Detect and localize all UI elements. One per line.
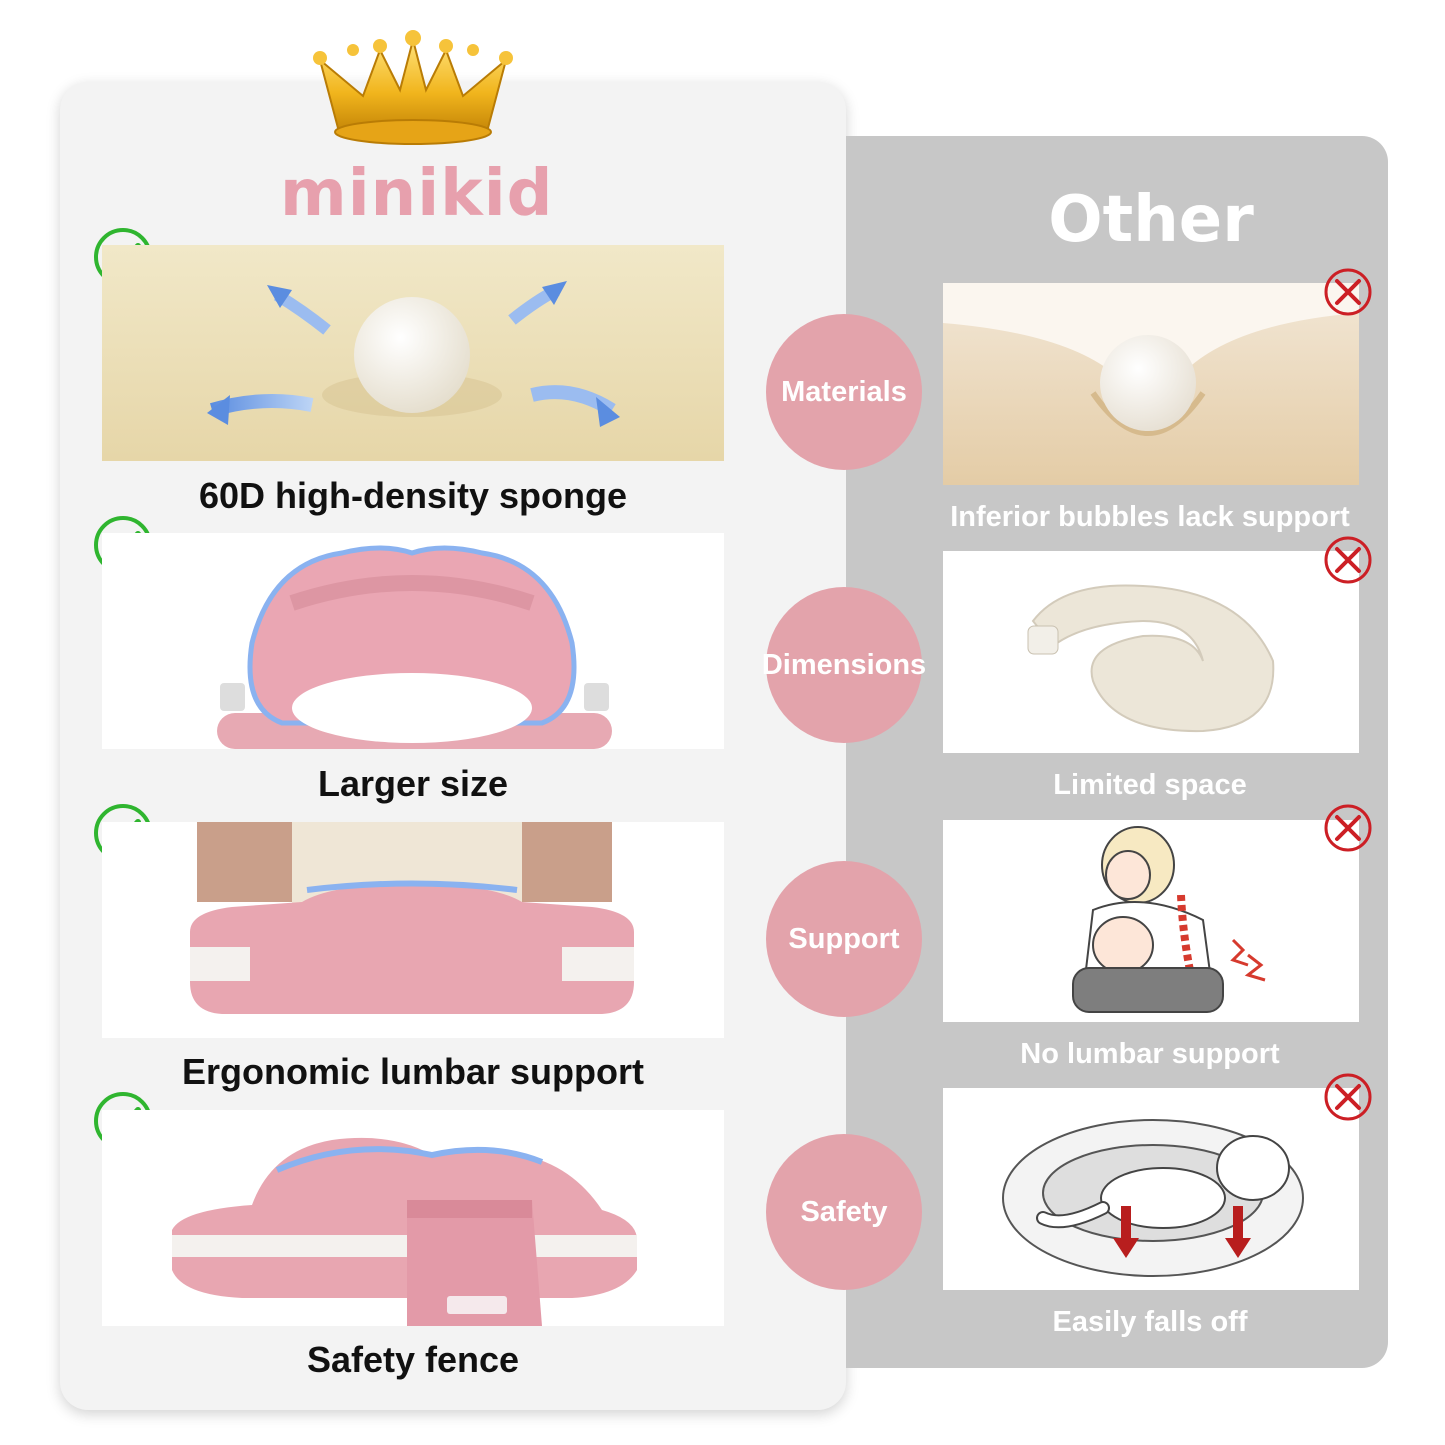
safety-fence-image (102, 1110, 724, 1326)
feature-caption: Safety fence (306, 1339, 520, 1380)
category-dimensions: Dimensions (762, 587, 926, 743)
issue-caption: Easily falls off (1052, 1306, 1248, 1338)
other-title: Other (1048, 183, 1254, 257)
category-safety: Safety (766, 1134, 922, 1290)
feature-caption: Larger size (317, 763, 509, 804)
brand-logo: minikid (280, 157, 554, 231)
cross-icon (1322, 1071, 1374, 1123)
lumbar-pillow-image (102, 822, 724, 1038)
category-materials: Materials (766, 314, 922, 470)
crown-icon (308, 30, 518, 150)
back-pain-illustration (943, 820, 1359, 1022)
issue-caption: Limited space (1053, 769, 1247, 801)
issue-caption: No lumbar support (1020, 1038, 1280, 1070)
feature-caption: Ergonomic lumbar support (181, 1051, 645, 1092)
category-support: Support (766, 861, 922, 1017)
cross-icon (1322, 802, 1374, 854)
sponge-ball-image (102, 245, 724, 461)
cross-icon (1322, 534, 1374, 586)
sinking-sponge-image (943, 283, 1359, 485)
cross-icon (1322, 266, 1374, 318)
issue-caption: Inferior bubbles lack support (950, 501, 1350, 533)
baby-falling-illustration (943, 1088, 1359, 1290)
feature-caption: 60D high-density sponge (198, 475, 628, 516)
cream-pillow-image (943, 551, 1359, 753)
pink-pillow-image (102, 533, 724, 749)
